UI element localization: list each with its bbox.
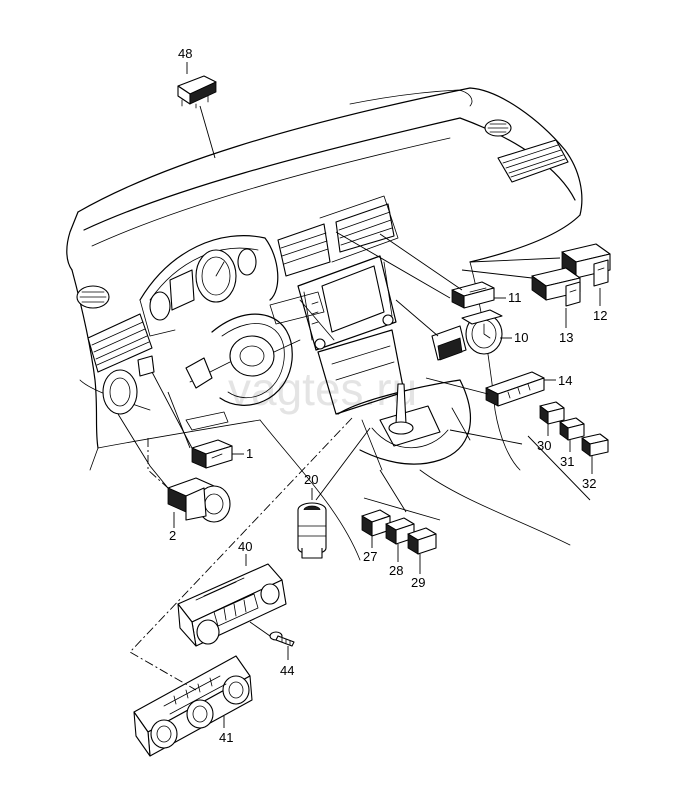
leader-12-target — [469, 257, 561, 263]
part-31-switch — [559, 417, 585, 441]
callout-1: 1 — [246, 446, 253, 461]
callout-10: 10 — [514, 330, 528, 345]
part-48-switch — [177, 75, 217, 109]
leader-30-32-target — [449, 429, 591, 501]
part-44-screw — [269, 631, 295, 647]
part-13-switch — [531, 267, 581, 307]
part-32-switch — [581, 433, 609, 457]
leader-11-target — [379, 233, 463, 291]
callout-14: 14 — [558, 373, 572, 388]
light-switch-opening — [102, 355, 155, 415]
center-air-vents — [277, 195, 399, 277]
callout-40: 40 — [238, 539, 252, 554]
part-41-climate-panel — [133, 655, 253, 757]
bracket-line-1-2 — [147, 438, 169, 489]
callout-2: 2 — [169, 528, 176, 543]
left-air-vent — [87, 313, 153, 373]
callout-29: 29 — [411, 575, 425, 590]
callout-11: 11 — [508, 290, 522, 305]
leader-11-target-b — [335, 231, 451, 299]
instrument-cluster — [139, 235, 279, 337]
callout-31: 31 — [560, 454, 574, 469]
leader-1-2-join — [167, 391, 191, 449]
part-11-switch — [451, 281, 495, 309]
callout-labels: 48 11 12 13 10 14 1 2 20 30 31 32 27 28 … — [169, 46, 607, 745]
callout-12: 12 — [593, 308, 607, 323]
steering-wheel — [189, 313, 301, 406]
part-30-switch — [539, 401, 565, 425]
leader-2-target — [117, 413, 169, 489]
callout-28: 28 — [389, 563, 403, 578]
part-29-switch — [407, 527, 437, 555]
part-2-light-switch — [167, 477, 231, 523]
callout-48: 48 — [178, 46, 192, 61]
callout-41: 41 — [219, 730, 233, 745]
part-1-switch — [191, 439, 233, 469]
callout-44: 44 — [280, 663, 294, 678]
part-12-switch — [561, 243, 611, 287]
callout-13: 13 — [559, 330, 573, 345]
part-10-clock — [431, 309, 503, 361]
leader-27-29-target — [363, 469, 441, 521]
right-air-vent — [497, 139, 569, 183]
center-console — [317, 329, 471, 471]
part-40-climate-panel — [177, 563, 287, 647]
steering-column — [185, 291, 335, 431]
leader-13-target — [461, 269, 533, 279]
leader-10-target — [395, 299, 439, 337]
part-14-switch-bar — [485, 371, 545, 407]
callout-30: 30 — [537, 438, 551, 453]
callout-20: 20 — [304, 472, 318, 487]
leader-48-target — [199, 105, 216, 159]
leader-44-target — [249, 621, 271, 637]
defrost-vent — [484, 119, 512, 137]
center-display-unit — [297, 255, 397, 351]
bracket-line-40-41 — [129, 417, 353, 691]
part-27-switch — [361, 509, 391, 537]
left-round-vent — [76, 285, 110, 309]
leader-20-target — [315, 427, 371, 501]
leader-14-target — [425, 377, 489, 395]
callout-32: 32 — [582, 476, 596, 491]
part-28-switch — [385, 517, 415, 545]
part-20-socket — [297, 502, 327, 559]
callout-27: 27 — [363, 549, 377, 564]
